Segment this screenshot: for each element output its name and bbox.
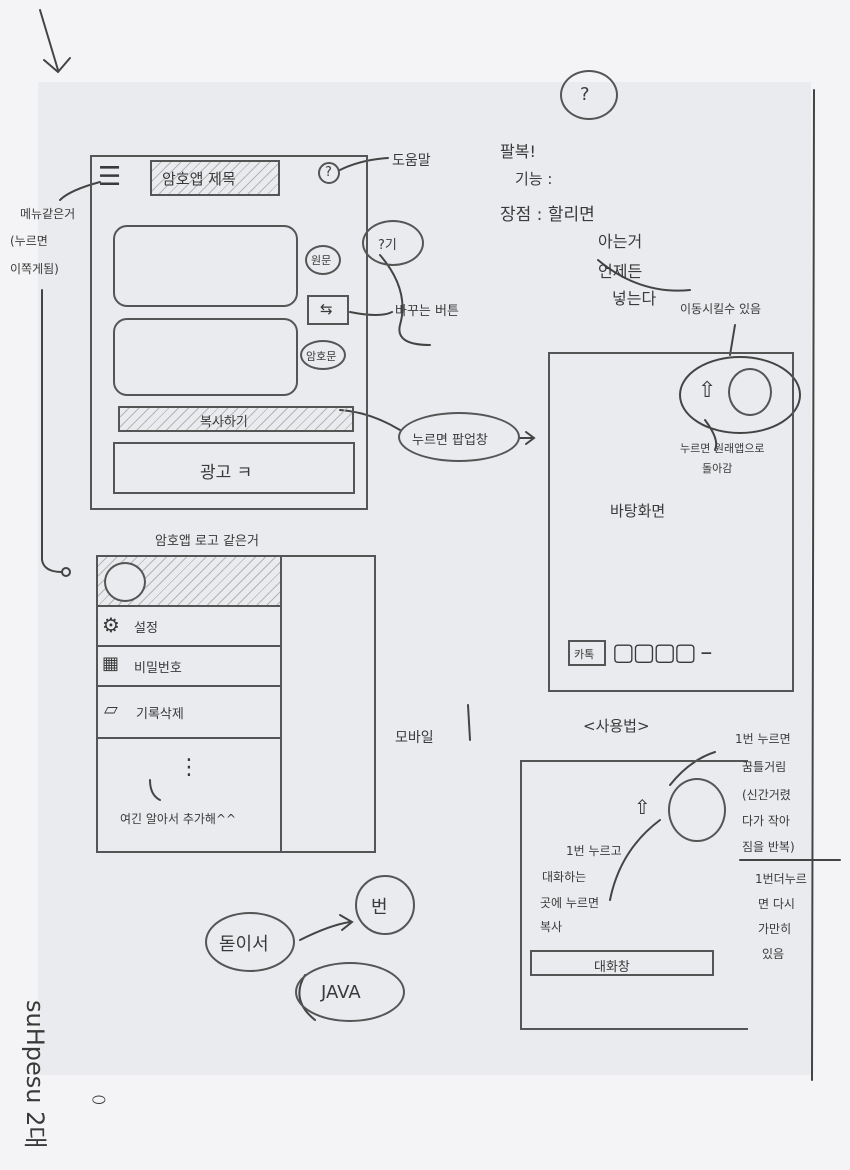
hamburger-icon: ☰ [98,162,122,192]
app-icons-row: ▢▢▢▢ – [612,638,712,666]
swap-line [349,311,393,316]
inner-4: 복사 [540,920,563,934]
inner-2: 대화하는 [542,870,587,884]
back-note-1: 누르면 원래앱으로 [680,442,765,455]
title-bar: 암호앱 제목 [150,160,280,196]
step-f: 1번더누르 [755,872,807,886]
floating-circle [728,368,772,416]
popup-bubble: 누르면 팝업창 [398,412,520,462]
menu-note-3: 이쪽게됨) [10,262,59,276]
step-c: (신간거렸 [742,788,791,802]
sidebar-link-line [41,289,63,573]
note-2: 기능 : [515,170,553,188]
sidebar-item-password: ▦ 비밀번호 [96,647,282,687]
connect-bubble: 돋이서 [205,912,295,972]
popup-arrow [519,431,536,445]
note-5: 언제든 [598,262,643,281]
leaf-doodle: ⬭ [92,1090,106,1109]
arrow-up-icon: ⇧ [698,378,717,403]
usage-arrow-icon: ⇧ [634,795,651,819]
sidebar-item-delete: ▱ 기록삭제 [96,687,282,739]
back-note-2: 돌아감 [702,462,733,475]
result-circle: 번 [355,875,415,935]
inner-3: 곳에 누르면 [540,896,600,910]
original-button: 원문 [305,245,341,275]
step-i: 있음 [762,947,785,961]
menu-note-2: (누르면 [10,234,48,248]
swap-button: ⇆ [307,295,349,325]
step-g: 면 다시 [758,897,795,911]
sidebar-divider [280,555,282,853]
app-sketch-frame [90,155,368,510]
usage-sketch-frame [520,760,748,1030]
usage-title: <사용법> [583,717,650,735]
corner-arrow [39,9,71,74]
step-e: 짐을 반복) [742,840,795,854]
home-screen-label: 바탕화면 [610,502,666,520]
ad-banner: 광고 ㅋ [113,442,355,494]
step-a: 1번 누르면 [735,732,791,746]
copy-button: 복사하기 [118,406,354,432]
gear-icon: ⚙ [102,613,120,637]
java-bubble: JAVA [295,962,405,1022]
help-line [339,157,389,171]
menu-note-1: 메뉴같은거 [20,207,76,221]
note-6: 넣는다 [612,289,657,308]
cipher-text-area [113,318,298,396]
more-ellipsis: ⋮ [178,755,200,780]
help-note: 도움말 [392,153,431,169]
scribble-circle: ? [560,70,618,120]
help-icon: ? [318,162,340,184]
swap-note: 바꾸는 버튼 [395,304,459,319]
talk-app-icon: 카톡 [568,640,606,666]
vertical-note: suHpesu 2대 [21,1000,49,1149]
chat-bar: 대화창 [530,950,714,976]
sidebar-item-settings: ⚙ 설정 [96,607,282,647]
movable-note: 이동시킬수 있음 [680,302,762,316]
note-4: 아는거 [598,232,643,251]
cipher-button: 암호문 [300,340,346,370]
step-d: 다가 작아 [742,814,790,828]
logo-circle [104,562,146,602]
menu-note-line [59,181,101,201]
original-text-area [113,225,298,307]
inner-1: 1번 누르고 [566,844,622,858]
step-b: 꿈틀거림 [742,760,787,774]
bubble-top: ?기 [362,220,424,266]
bubble-line [379,254,431,346]
note-1: 팔복! [500,142,536,161]
home-sketch-frame [548,352,794,692]
app-title: 암호앱 제목 [162,170,236,188]
mobile-note: 모바일 [395,730,434,746]
usage-circle [668,778,726,842]
grid-icon: ▦ [102,653,120,674]
sidebar-footer-note: 여긴 알아서 추가해^^ [120,812,237,826]
trash-icon: ▱ [104,699,118,720]
note-3: 장점 : 할리면 [500,205,595,225]
step-h: 가만히 [758,922,792,936]
logo-note: 암호앱 로고 같은거 [155,534,259,549]
